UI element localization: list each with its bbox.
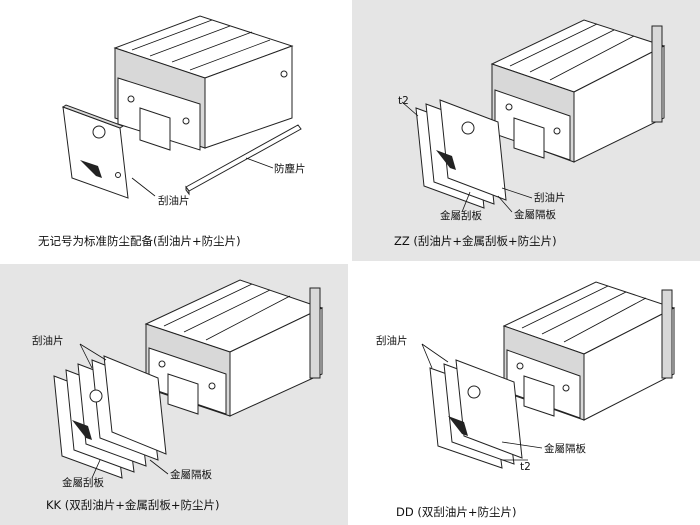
diagram-dd: 刮油片 金屬隔板 t2: [376, 281, 676, 473]
leader-dust-strip: [245, 157, 274, 169]
label-metal-scraper: 金屬刮板: [440, 209, 482, 222]
leader-scraper-a: [79, 343, 93, 369]
label-scraper: 刮油片: [534, 191, 566, 204]
label-dust-strip: 防塵片: [274, 162, 306, 175]
caption-dd: DD (双刮油片+防尘片): [396, 505, 517, 519]
dust-strip: [185, 124, 302, 196]
panel-dd: 刮油片 金屬隔板 t2 DD (双刮油片+防尘片): [352, 264, 700, 525]
label-metal-spacer: 金屬隔板: [544, 442, 586, 455]
slider-block: [144, 279, 324, 417]
diagram-kk: 刮油片 金屬刮板 金屬隔板: [32, 279, 324, 489]
scraper-plate: [61, 104, 129, 199]
caption-standard: 无记号为标准防尘配备(刮油片+防尘片): [38, 234, 241, 248]
leader-metal-spacer: [501, 441, 543, 449]
label-scraper: 刮油片: [158, 194, 190, 207]
seal-stack: [429, 359, 523, 469]
seal-stack: [415, 99, 507, 209]
slider-block: [113, 15, 294, 151]
label-scraper: 刮油片: [376, 334, 408, 347]
label-t2: t2: [398, 95, 409, 107]
leader-metal-spacer: [497, 195, 513, 213]
leader-scraper-b: [79, 343, 107, 361]
label-metal-spacer: 金屬隔板: [170, 468, 212, 481]
label-scraper: 刮油片: [32, 334, 64, 347]
label-metal-scraper: 金屬刮板: [62, 476, 104, 489]
caption-zz: ZZ (刮油片+金属刮板+防尘片): [394, 234, 557, 248]
panel-kk: 刮油片 金屬刮板 金屬隔板 KK (双刮油片+金属刮板+防尘片): [0, 264, 348, 525]
leader-scraper-a: [421, 343, 433, 369]
diagram-standard: 防塵片 刮油片: [61, 15, 306, 207]
leader-metal-scraper: [91, 459, 101, 479]
leader-scraper-b: [421, 343, 449, 363]
seal-stack: [53, 355, 167, 479]
slider-block: [502, 281, 676, 421]
panel-standard: 防塵片 刮油片 无记号为标准防尘配备(刮油片+防尘片): [0, 0, 348, 261]
diagram-zz: t2 刮油片 金屬刮板 金屬隔板: [398, 19, 666, 222]
leader-scraper: [501, 187, 533, 199]
panel-zz: t2 刮油片 金屬刮板 金屬隔板 ZZ (刮油片+金属刮板+防尘片): [352, 0, 700, 261]
leader-metal-spacer: [149, 459, 169, 475]
label-metal-spacer: 金屬隔板: [514, 208, 556, 221]
dimension-t2-line: [401, 101, 419, 117]
slider-block: [490, 19, 666, 163]
leader-scraper: [131, 177, 156, 197]
leader-metal-scraper: [461, 191, 471, 213]
caption-kk: KK (双刮油片+金属刮板+防尘片): [46, 498, 220, 512]
label-t2: t2: [520, 461, 531, 473]
